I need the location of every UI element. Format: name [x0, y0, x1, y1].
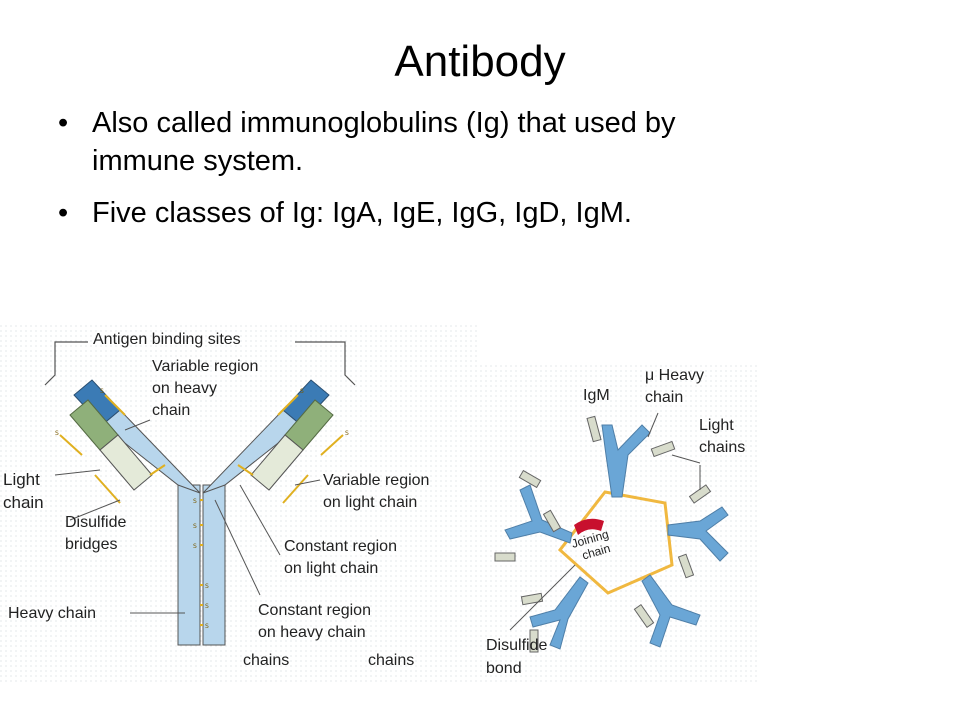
bullet-text-line: Five classes of Ig: IgA, IgE, IgG, IgD, …: [92, 197, 632, 229]
light-chain-segment: [529, 629, 539, 653]
igm-monomer: [601, 424, 651, 498]
light-chain-segment: [586, 415, 602, 443]
label-igm: IgM: [583, 387, 610, 404]
ss-markers: S S S S S S S S S S: [55, 388, 349, 630]
igm-light-chains: [494, 415, 712, 653]
constant-light-right: [250, 434, 304, 491]
label-light-chains: chains: [699, 439, 745, 456]
bullet-dot-icon: •: [58, 197, 69, 229]
label-mu-heavy-chain: chain: [645, 389, 683, 406]
light-chain-segment: [542, 509, 562, 533]
slide-title: Antibody: [394, 37, 566, 86]
label-constant-light: on light chain: [284, 560, 378, 577]
bullet-item: • Also called immunoglobulins (Ig) that …: [56, 104, 916, 180]
label-mu-heavy-chain: μ Heavy: [645, 367, 704, 384]
label-variable-light: on light chain: [323, 494, 417, 511]
label-variable-light: Variable region: [323, 472, 429, 489]
igm-structure-panel: IgM μ Heavy chain Light chains Joining c…: [478, 363, 760, 685]
light-chain-segment: [633, 603, 655, 629]
label-disulfide-bridges: bridges: [65, 536, 117, 553]
igg-structure-panel: S S S S S S S S S S Antigen binding site…: [0, 325, 480, 685]
ss-marker: S: [193, 498, 197, 505]
ss-marker: S: [205, 603, 209, 610]
light-chain-segment: [688, 484, 712, 504]
label-constant-heavy: Constant region: [258, 602, 371, 619]
label-constant-heavy: on heavy chain: [258, 624, 366, 641]
label-disulfide-bond: Disulfide: [486, 637, 547, 654]
label-chains: chains: [368, 652, 414, 669]
ss-marker: S: [300, 388, 304, 395]
label-light-chain: Light: [3, 470, 40, 489]
bullet-item: • Five classes of Ig: IgA, IgE, IgG, IgD…: [56, 194, 916, 232]
ss-marker: S: [193, 523, 197, 530]
label-disulfide-bond: bond: [486, 660, 522, 677]
heavy-chain-stem-right: [202, 484, 226, 646]
label-disulfide-bridges: Disulfide: [65, 514, 126, 531]
panel-background: [0, 325, 480, 685]
bullet-dot-icon: •: [58, 107, 69, 139]
bullet-text-line: Also called immunoglobulins (Ig) that us…: [92, 107, 676, 139]
disulfide-bonds: [59, 394, 344, 626]
ss-marker: S: [193, 543, 197, 550]
ss-marker: S: [205, 583, 209, 590]
light-chain-segment: [518, 469, 542, 489]
label-variable-heavy: chain: [152, 402, 190, 419]
right-leader-lines: [509, 412, 701, 631]
bullet-list: • Also called immunoglobulins (Ig) that …: [56, 104, 916, 246]
constant-light-left: [99, 434, 153, 491]
joining-chain: [574, 518, 604, 535]
label-heavy-chain: Heavy chain: [8, 605, 96, 622]
igm-monomer: [529, 576, 589, 650]
label-variable-heavy: on heavy: [152, 380, 217, 397]
label-chains: chains: [243, 652, 289, 669]
left-leader-lines: [54, 419, 321, 614]
label-antigen-binding-sites: Antigen binding sites: [93, 331, 241, 348]
label-light-chain: chain: [3, 493, 44, 512]
label-variable-heavy: Variable region: [152, 358, 258, 375]
ss-marker: S: [100, 388, 104, 395]
label-constant-light: Constant region: [284, 538, 397, 555]
label-light-chains: Light: [699, 417, 734, 434]
antibody-figure: S S S S S S S S S S Antigen binding site…: [0, 325, 760, 685]
igm-monomer: [641, 574, 701, 648]
bullet-text-line: immune system.: [92, 145, 304, 177]
ss-marker: S: [345, 430, 349, 437]
light-chain-segment: [520, 592, 544, 606]
light-chain-segment: [494, 552, 516, 562]
igm-monomer: [667, 506, 729, 562]
ss-marker: S: [205, 623, 209, 630]
antibody-diagram: S S S S S S S S S S Antigen binding site…: [0, 325, 760, 685]
light-chain-segment: [650, 440, 676, 458]
heavy-chain-stem-left: [177, 484, 201, 646]
light-chain-segment: [677, 553, 695, 579]
binding-sites-bracket: [44, 341, 356, 386]
ss-marker: S: [55, 430, 59, 437]
